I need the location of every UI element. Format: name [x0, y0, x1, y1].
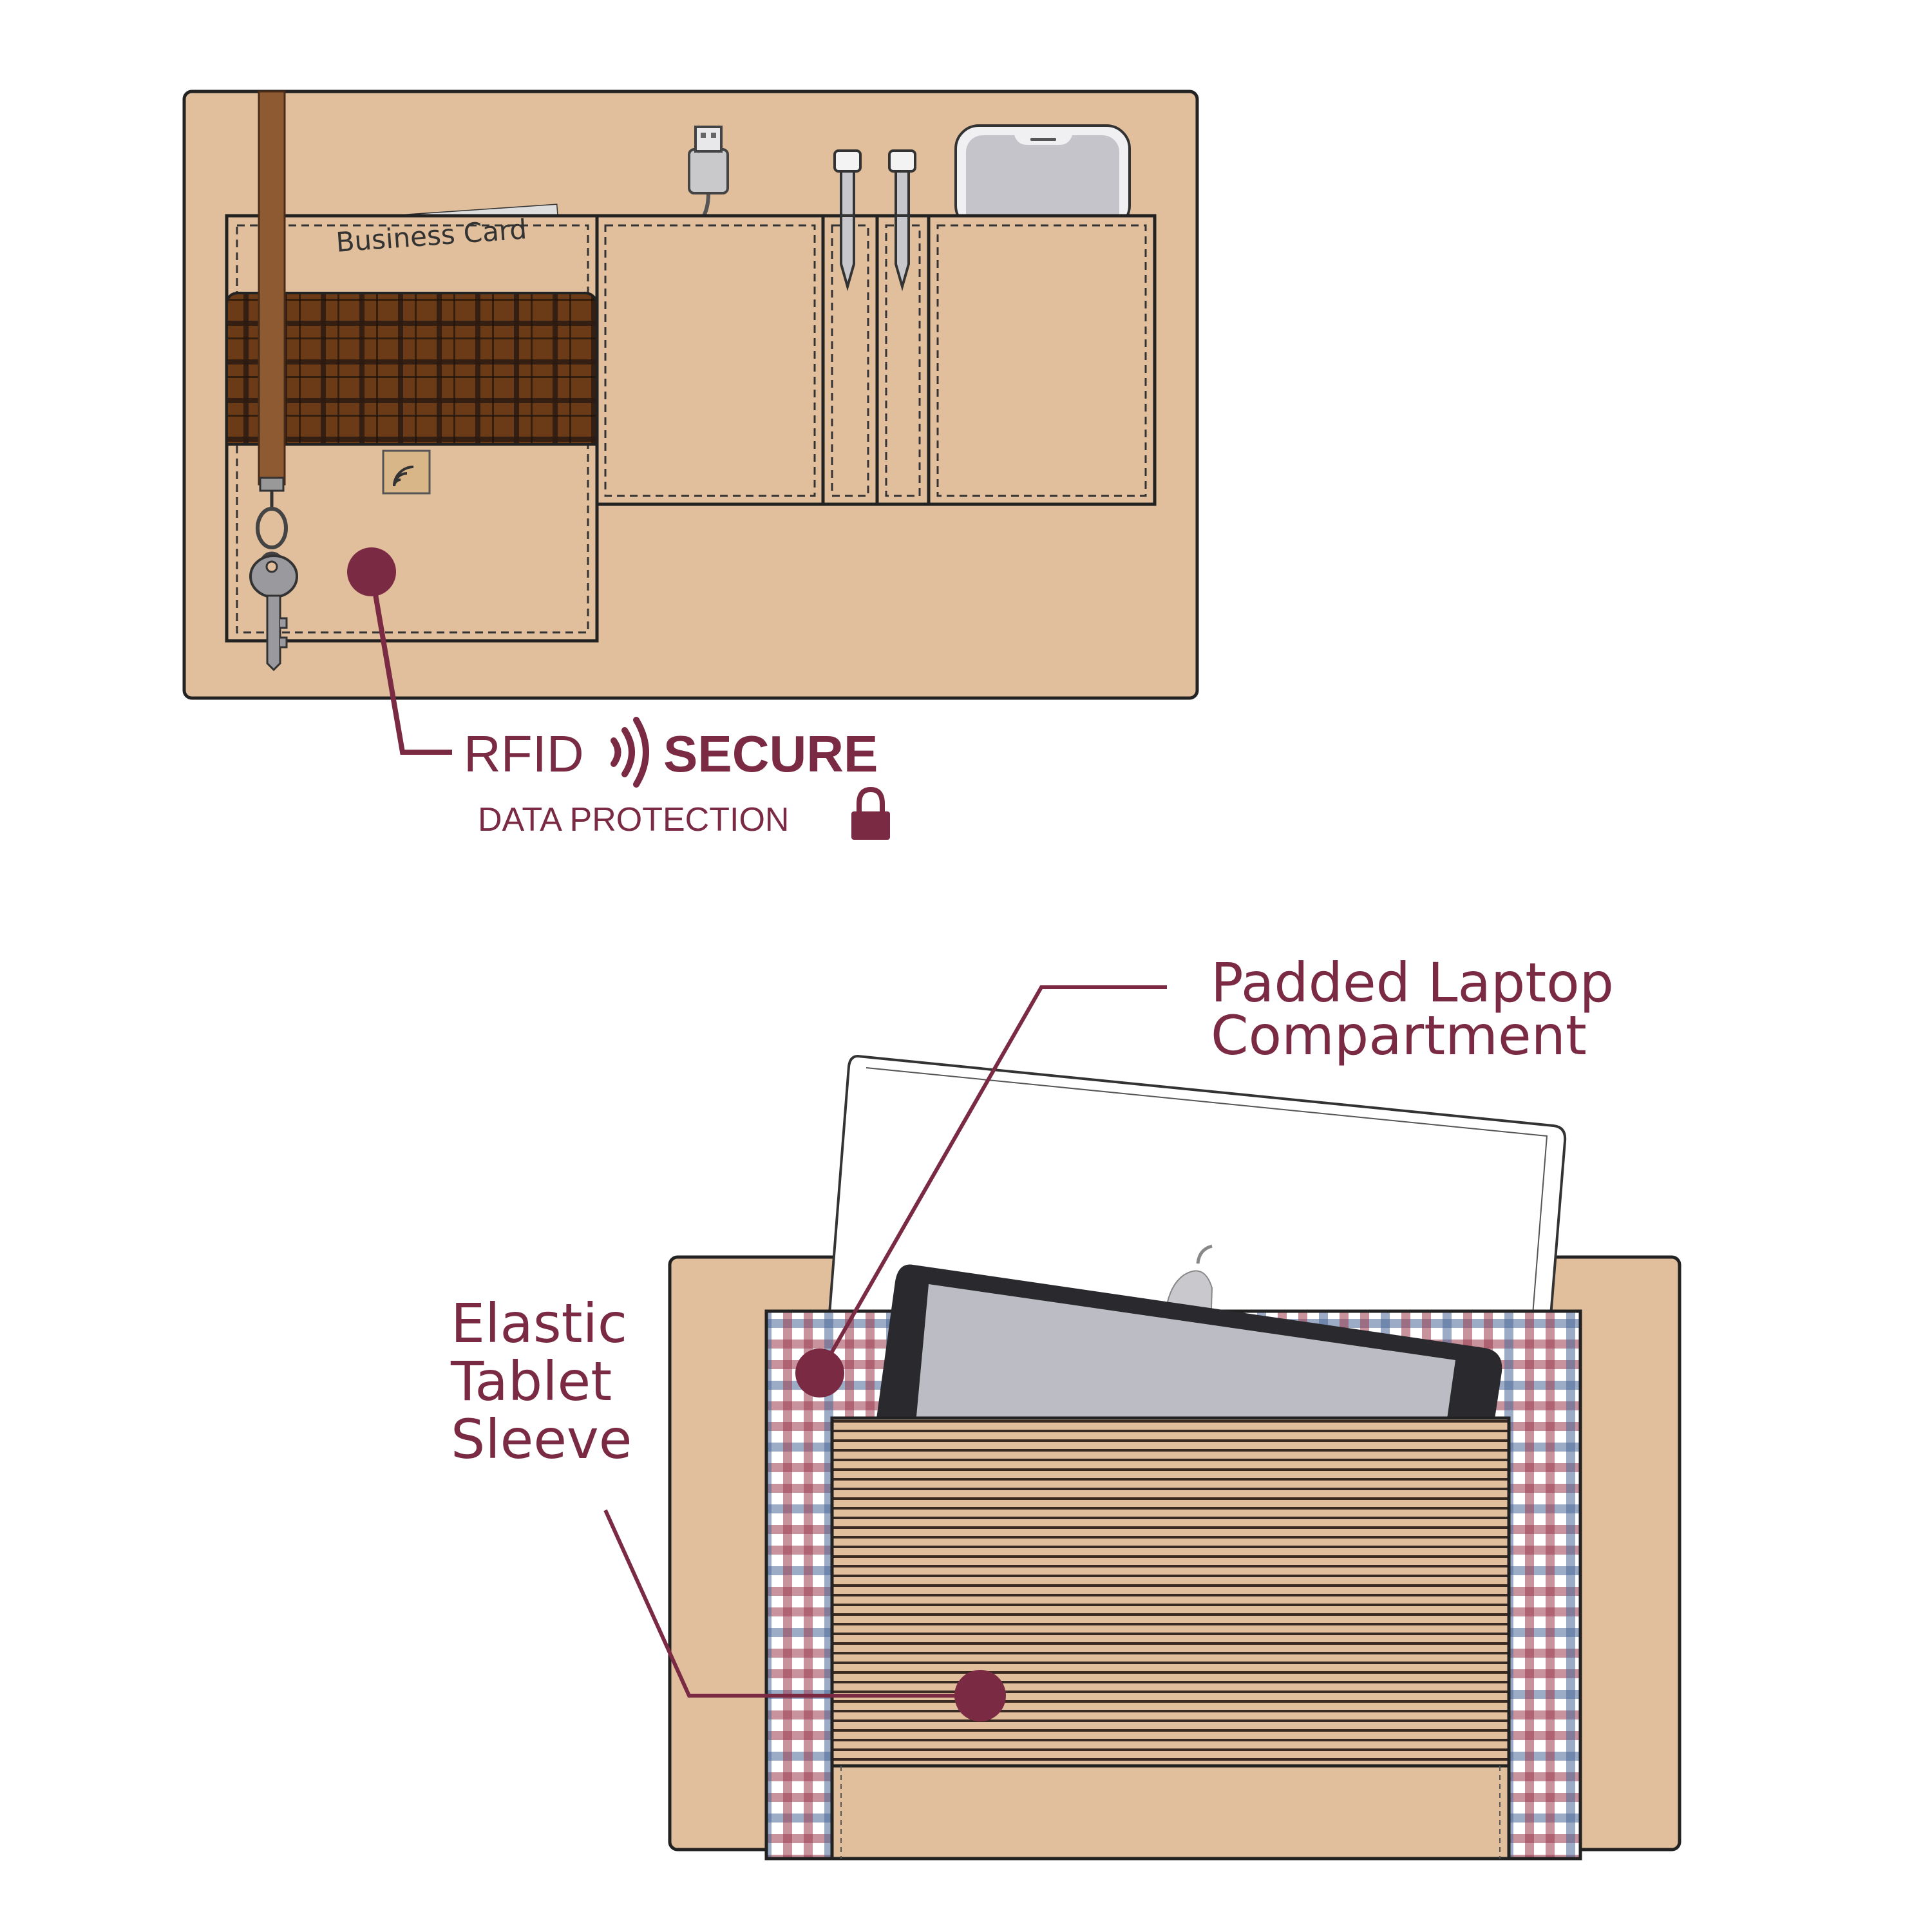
rfid-chip-icon — [382, 450, 431, 495]
top-organizer-panel — [182, 90, 1199, 755]
bottom-organizer-panel — [603, 985, 1681, 1861]
laptop-compartment-label: Padded Laptop Compartment — [1211, 951, 1614, 1067]
secure-label: SECURE — [663, 725, 878, 782]
tablet-label-line1: Elastic — [451, 1292, 628, 1355]
laptop-label-line2: Compartment — [1211, 1004, 1587, 1067]
wireless-signal-icon — [611, 717, 649, 788]
tablet-label-line2: Tablet — [451, 1350, 612, 1413]
key-icon — [249, 554, 298, 672]
data-protection-label: DATA PROTECTION — [478, 801, 790, 838]
tablet-sleeve-label: Elastic Tablet Sleeve — [451, 1294, 632, 1468]
smartphone-icon — [954, 124, 1131, 232]
usb-cable-icon — [688, 126, 729, 220]
rfid-label: RFID — [464, 725, 584, 782]
tablet-label-line3: Sleeve — [451, 1408, 632, 1471]
laptop-label-line1: Padded Laptop — [1211, 951, 1614, 1014]
key-lanyard — [249, 90, 298, 672]
tablet-icon — [876, 1264, 1502, 1423]
elastic-tablet-sleeve — [830, 1416, 1511, 1861]
pocket-row — [594, 214, 1157, 506]
lock-icon — [851, 786, 890, 840]
